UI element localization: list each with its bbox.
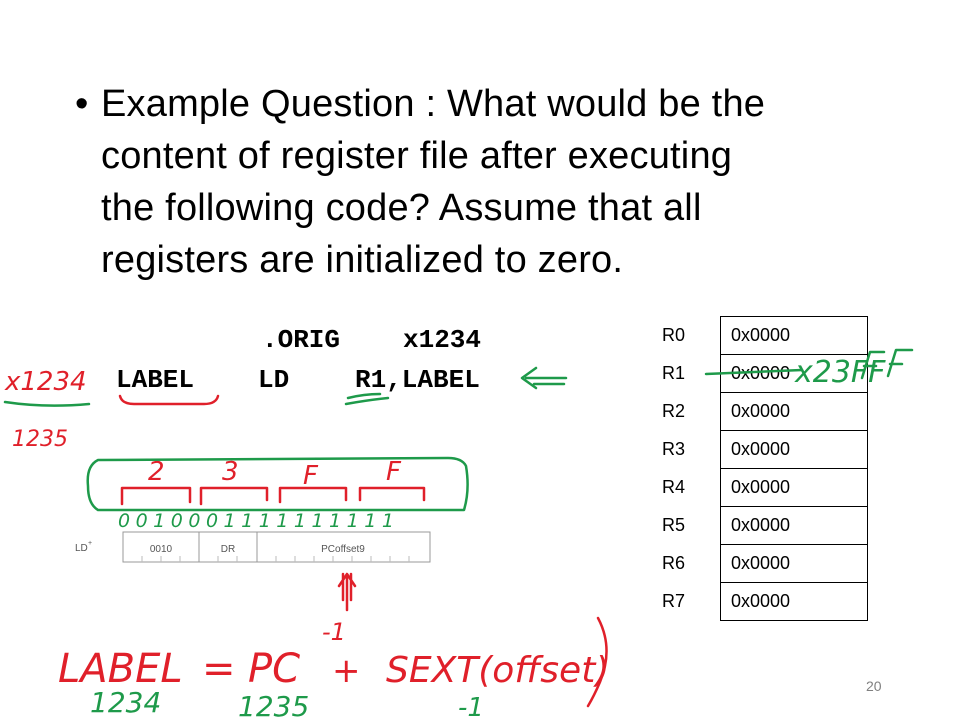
annotation-r1-result: x23FF: [794, 355, 886, 390]
ld-format-bit-ticks: [141, 556, 410, 562]
formula-sub-offset: -1: [458, 693, 484, 720]
register-value: 0x0000: [720, 506, 868, 545]
arrow-up-icon: [337, 572, 357, 612]
ld-field-opcode: 0010: [150, 544, 173, 555]
hex-nibble-bracket: [199, 486, 269, 506]
annotation-hex-2: 2: [148, 457, 165, 487]
orig-address: x1234: [403, 325, 482, 355]
formula-pc: PC: [248, 646, 300, 692]
code-opcode: LD: [258, 365, 290, 395]
register-row: R2 0x0000: [650, 392, 868, 431]
formula-sub-label: 1234: [90, 686, 161, 719]
annotation-hex-f: F: [303, 461, 319, 491]
register-row: R0 0x0000: [650, 316, 868, 355]
orig-directive: .ORIG: [262, 325, 341, 355]
register-name: R5: [662, 515, 686, 535]
register-value: 0x0000: [720, 430, 868, 469]
register-name: R7: [662, 591, 686, 611]
annotation-minus-one: -1: [322, 618, 346, 646]
annotation-address-1235: 1235: [12, 427, 68, 452]
register-value: 0x0000: [720, 582, 868, 621]
formula-plus: +: [332, 651, 361, 691]
annotation-binary: 0010001111111111: [118, 510, 399, 532]
ld-instruction-format: LD + 0010 DR PCoffset9: [75, 531, 431, 563]
register-value: 0x0000: [720, 316, 868, 355]
ld-field-pcoffset9: PCoffset9: [321, 544, 365, 555]
ld-format-name: LD: [75, 543, 88, 554]
code-operands: R1,LABEL: [355, 365, 480, 395]
register-value: 0x0000: [720, 544, 868, 583]
r1-strikethrough: [704, 368, 804, 376]
register-row: R7 0x0000: [650, 582, 868, 621]
address-underline: [3, 400, 91, 407]
register-row: R4 0x0000: [650, 468, 868, 507]
annotation-address-x1234: x1234: [4, 367, 87, 397]
register-name: R0: [662, 325, 686, 345]
current-instruction-arrow-icon: [520, 366, 568, 390]
binary-group-outline: [86, 456, 469, 512]
register-row: R3 0x0000: [650, 430, 868, 469]
hex-nibble-bracket: [120, 486, 192, 506]
register-value: 0x0000: [720, 468, 868, 507]
formula-equals: =: [202, 646, 236, 692]
code-label: LABEL: [116, 365, 195, 395]
register-name: R6: [662, 553, 686, 573]
question-line-4: registers are initialized to zero.: [101, 239, 624, 281]
formula-sub-pc: 1235: [238, 690, 309, 720]
register-row: R5 0x0000: [650, 506, 868, 545]
register-name: R3: [662, 439, 686, 459]
formula-label: LABEL: [58, 646, 183, 692]
ink-ff-strokes: [860, 348, 914, 380]
register-row: R6 0x0000: [650, 544, 868, 583]
register-value: 0x0000: [720, 392, 868, 431]
page-number: 20: [866, 678, 882, 694]
bullet-glyph: •: [75, 83, 89, 125]
hex-nibble-bracket: [278, 486, 348, 504]
formula-sext: SEXT(offset): [386, 650, 609, 691]
ld-format-superscript: +: [88, 540, 92, 547]
question-bullet: • Example Question : What would be the c…: [75, 78, 895, 286]
question-line-3: the following code? Assume that all: [101, 187, 702, 229]
register-file-table: R0 0x0000 R1 0x0000 R2 0x0000 R3 0x0000 …: [650, 316, 868, 621]
register-name: R2: [662, 401, 686, 421]
r1-underline: [344, 396, 390, 406]
annotation-hex-3: 3: [222, 457, 239, 487]
register-name: R1: [662, 363, 686, 383]
label-underline-bracket: [118, 394, 220, 406]
hex-nibble-bracket: [358, 486, 426, 502]
question-line-1: Example Question : What would be the: [101, 83, 766, 125]
ld-field-dr: DR: [221, 544, 235, 555]
r1-underline: [346, 392, 382, 400]
question-line-2: content of register file after executing: [101, 135, 733, 177]
formula-paren-stroke: [586, 616, 608, 708]
register-name: R4: [662, 477, 686, 497]
annotation-hex-f: F: [386, 457, 402, 487]
